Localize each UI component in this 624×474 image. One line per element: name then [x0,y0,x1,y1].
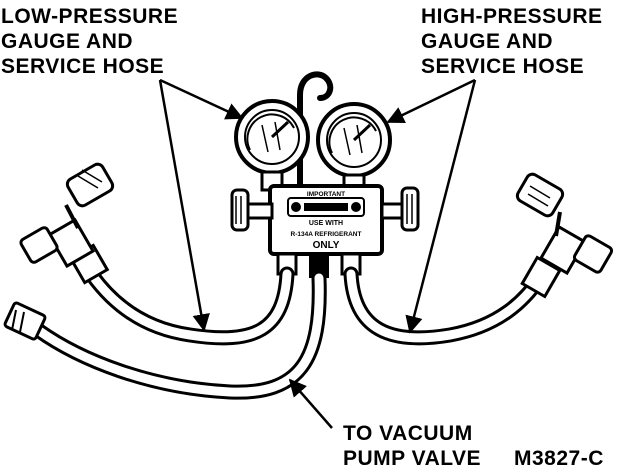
hanger-hook [297,71,334,199]
low-pressure-label-line-3: SERVICE HOSE [1,55,165,78]
high-pressure-gauge [316,102,392,193]
hoses [30,266,548,400]
plate-line-only: ONLY [313,240,340,251]
plate-line-refrigerant: R-134A REFRIGERANT [291,231,362,238]
high-pressure-label-line-1: HIGH-PRESSURE [421,5,603,28]
low-pressure-label: LOW-PRESSURE GAUGE AND SERVICE HOSE [1,4,178,79]
low-gauge-leader [159,78,244,120]
high-side-coupler [515,172,614,299]
low-pressure-label-line-2: GAUGE AND [1,30,134,53]
figure-id: M3827-C [514,447,604,470]
high-hose-leader [405,79,477,334]
high-pressure-label-line-3: SERVICE HOSE [421,55,585,78]
leader-lines [158,78,477,429]
high-gauge-leader [386,78,476,124]
plate-line-important: IMPORTANT [307,191,345,198]
low-side-coupler [19,162,115,285]
manifold-body [268,184,384,256]
low-pressure-label-line-1: LOW-PRESSURE [1,5,179,28]
vacuum-hose-end-fitting [3,301,47,341]
high-pressure-label: HIGH-PRESSURE GAUGE AND SERVICE HOSE [421,4,603,79]
manifold-plate-text: IMPORTANT USE WITH R-134A REFRIGERANT ON… [291,191,362,251]
vacuum-pump-label-line-1: TO VACUUM [343,422,473,445]
high-side-valve-knob [380,186,420,232]
low-side-valve-knob [230,188,274,232]
plate-line-use-with: USE WITH [309,220,343,227]
vacuum-pump-label: TO VACUUM PUMP VALVE [343,421,481,471]
vacuum-leader [288,378,333,429]
low-hose-leader [158,79,210,332]
high-pressure-label-line-2: GAUGE AND [421,30,554,53]
vacuum-pump-label-line-2: PUMP VALVE [343,447,482,470]
